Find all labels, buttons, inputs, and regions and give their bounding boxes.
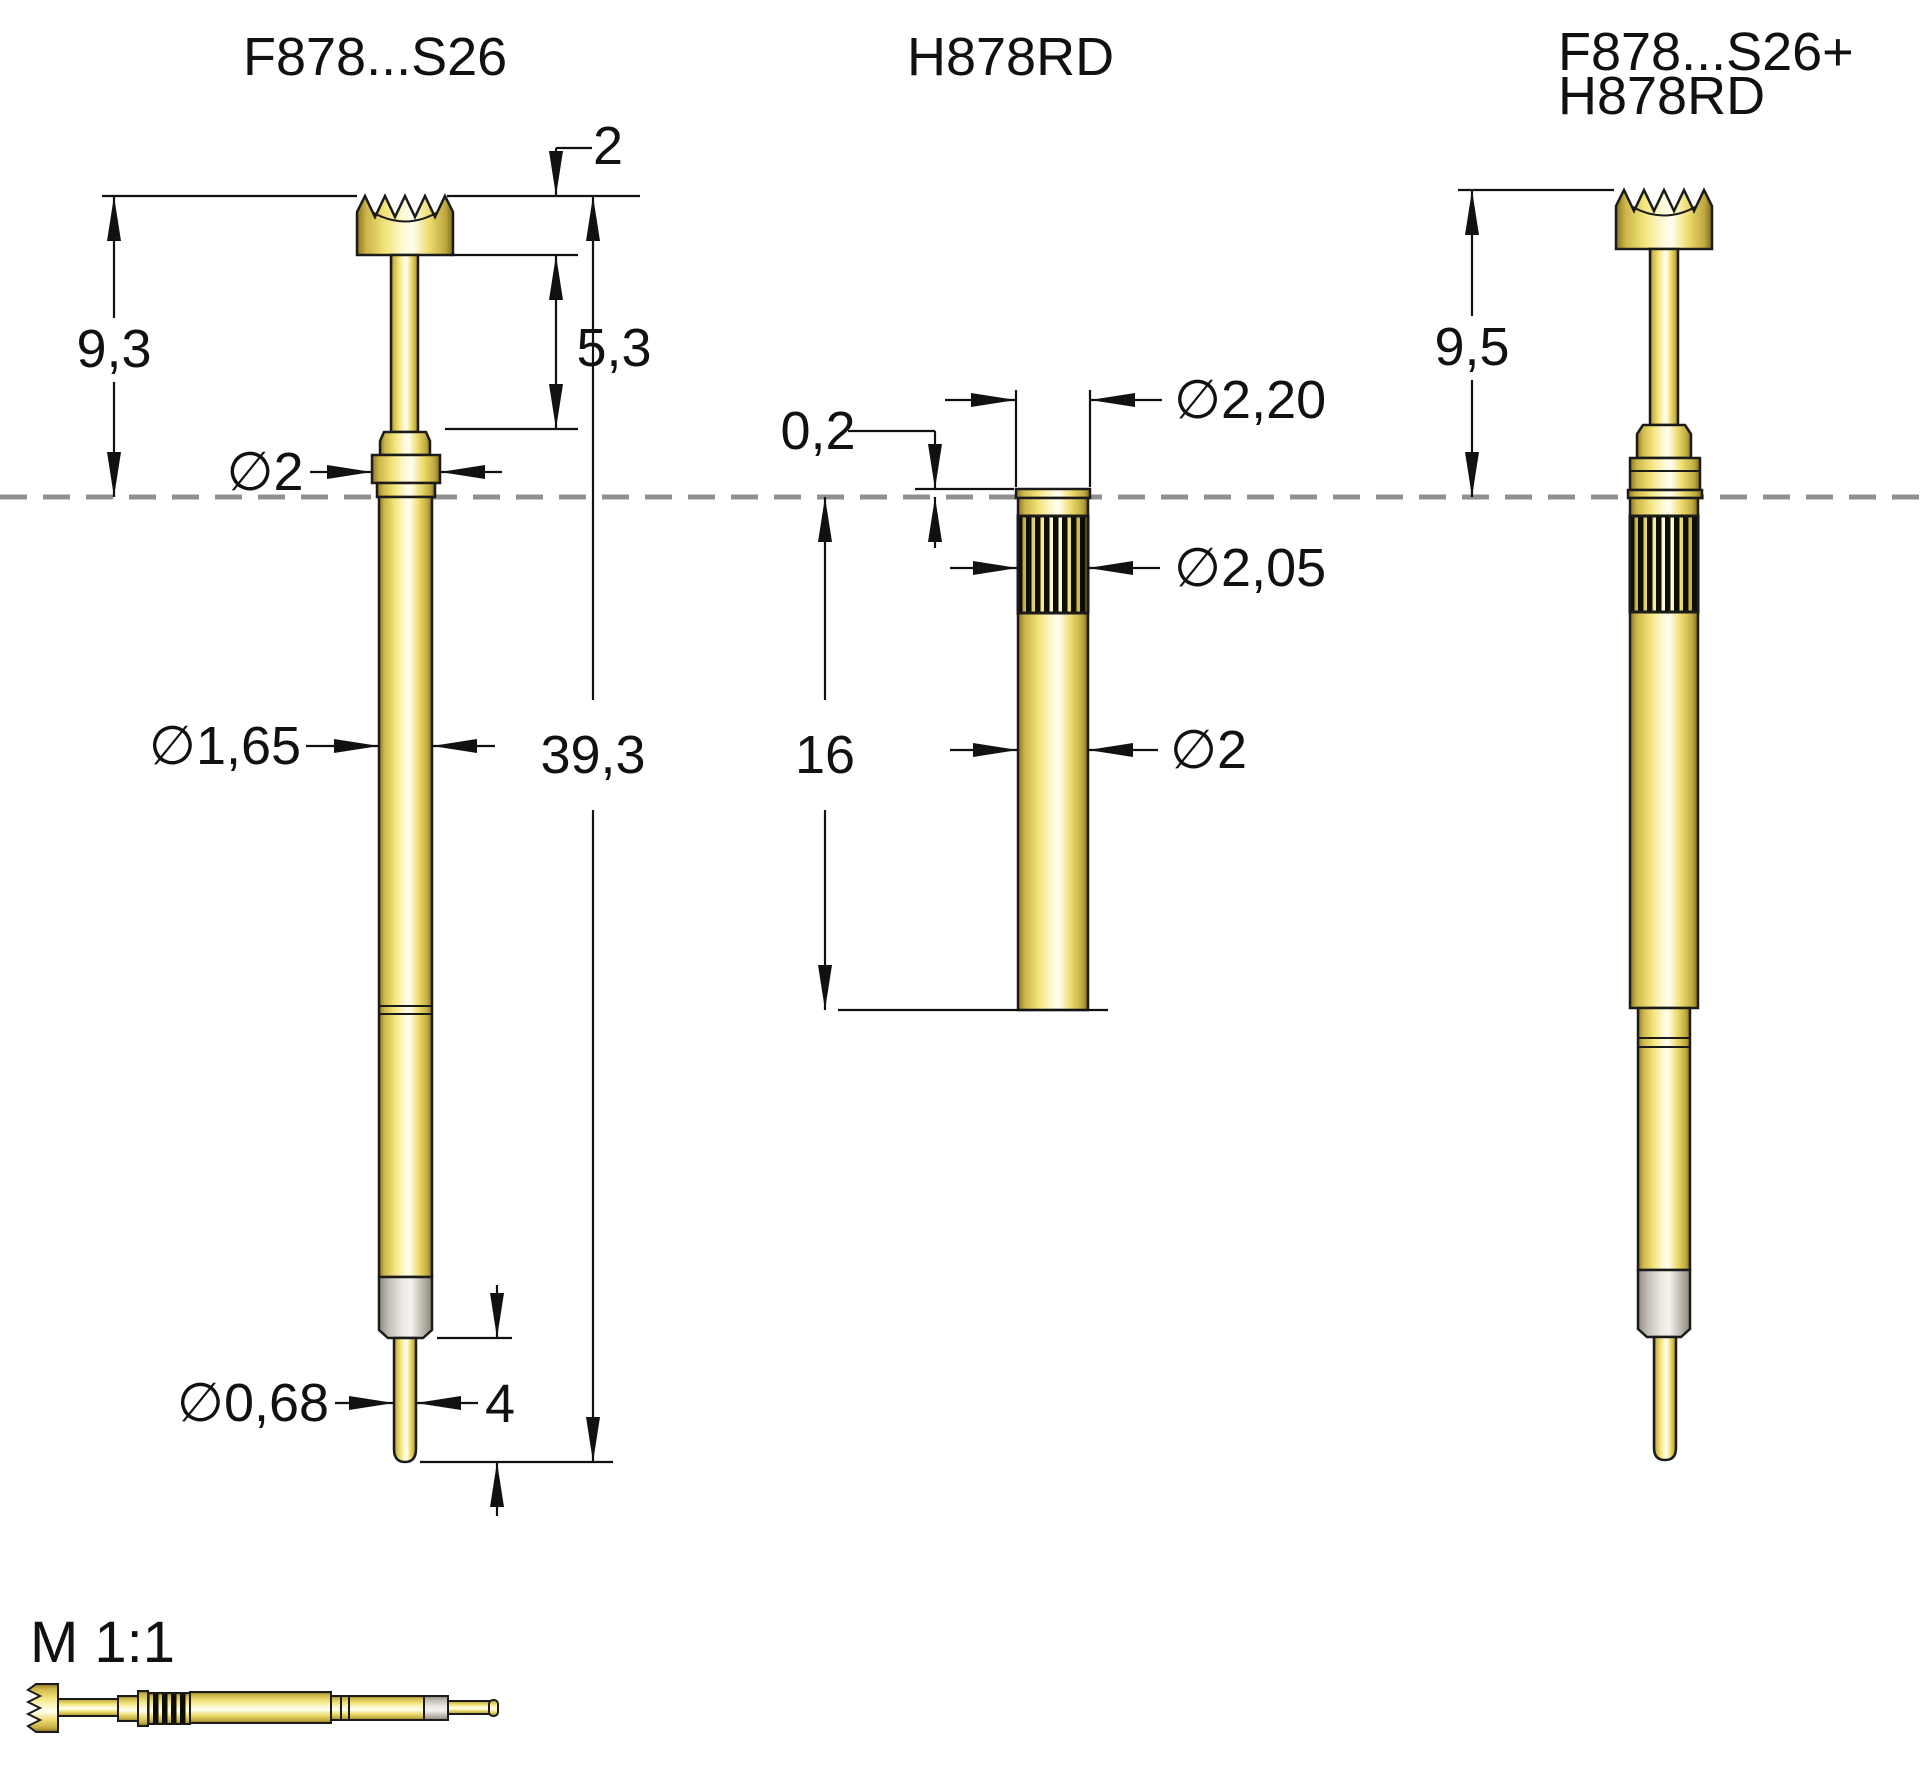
collar-neck	[375, 481, 437, 499]
dimensions-right	[1458, 188, 1614, 497]
probe-tip-cap	[488, 1699, 499, 1717]
figure-assembly	[1614, 188, 1714, 1462]
label-middle-title: H878RD	[907, 27, 1114, 87]
figure-receptacle	[1014, 487, 1092, 1012]
label-right-title-line1: F878...S26+	[1558, 22, 1854, 82]
crown-cup-rim	[1630, 205, 1698, 217]
crown-head	[25, 1683, 59, 1733]
collar-cap	[117, 1695, 139, 1722]
dim-text-tip-dia: ∅0,68	[177, 1373, 329, 1433]
dim-text-tip-length: 4	[485, 1374, 515, 1434]
figure-actual-size	[25, 1683, 499, 1733]
collar-cap	[1635, 423, 1693, 460]
probe-tip	[1652, 1335, 1678, 1462]
press-ring	[1636, 1268, 1692, 1339]
dim-text-flange-dia: ∅2,20	[1174, 370, 1326, 430]
plunger-stem	[389, 253, 420, 434]
dim-text-head-height: 2	[593, 116, 623, 176]
probe-tip	[392, 1336, 418, 1464]
probe-barrel	[330, 1695, 425, 1721]
receptacle-flange	[1014, 487, 1092, 500]
dim-text-flange-protrusion: 0,2	[780, 401, 855, 461]
dim-text-body-dia: ∅2	[1170, 720, 1247, 780]
dim-text-above-plate-right: 9,5	[1434, 317, 1509, 377]
label-left-title: F878...S26	[243, 27, 507, 87]
dim-text-collar-dia: ∅2	[226, 442, 303, 502]
dimensions-middle	[818, 390, 1162, 1012]
dim-text-above-plate: 9,3	[76, 319, 151, 379]
press-ring	[423, 1695, 449, 1721]
collar-cap	[378, 430, 432, 457]
knurl-section	[147, 1692, 191, 1725]
knurl-section	[1628, 514, 1700, 614]
dim-text-barrel-dia: ∅1,65	[149, 716, 301, 776]
figure-probe	[355, 194, 455, 1464]
crown-head	[355, 194, 455, 257]
dimensions-left	[102, 146, 640, 1516]
dim-text-total-length: 39,3	[540, 725, 645, 785]
receptacle-tube	[189, 1691, 332, 1724]
dim-text-insert-depth: 16	[795, 725, 855, 785]
receptacle-mouth	[1628, 456, 1702, 492]
label-right-title-line2: H878RD	[1558, 66, 1765, 126]
plunger-stem	[57, 1698, 119, 1717]
press-ring	[377, 1275, 434, 1340]
probe-barrel	[1636, 1006, 1692, 1272]
plunger-stem	[1648, 247, 1680, 427]
label-scale: M 1:1	[30, 1610, 175, 1675]
probe-barrel	[377, 495, 434, 1279]
dim-text-knurl-dia: ∅2,05	[1174, 538, 1326, 598]
mounting-collar	[137, 1690, 149, 1727]
mounting-collar	[370, 453, 442, 485]
probe-tip	[447, 1700, 491, 1715]
crown-cup-rim	[371, 211, 439, 223]
crown-head	[1614, 188, 1714, 251]
knurl-section	[1016, 514, 1090, 615]
dim-text-stem-length: 5,3	[576, 318, 651, 378]
